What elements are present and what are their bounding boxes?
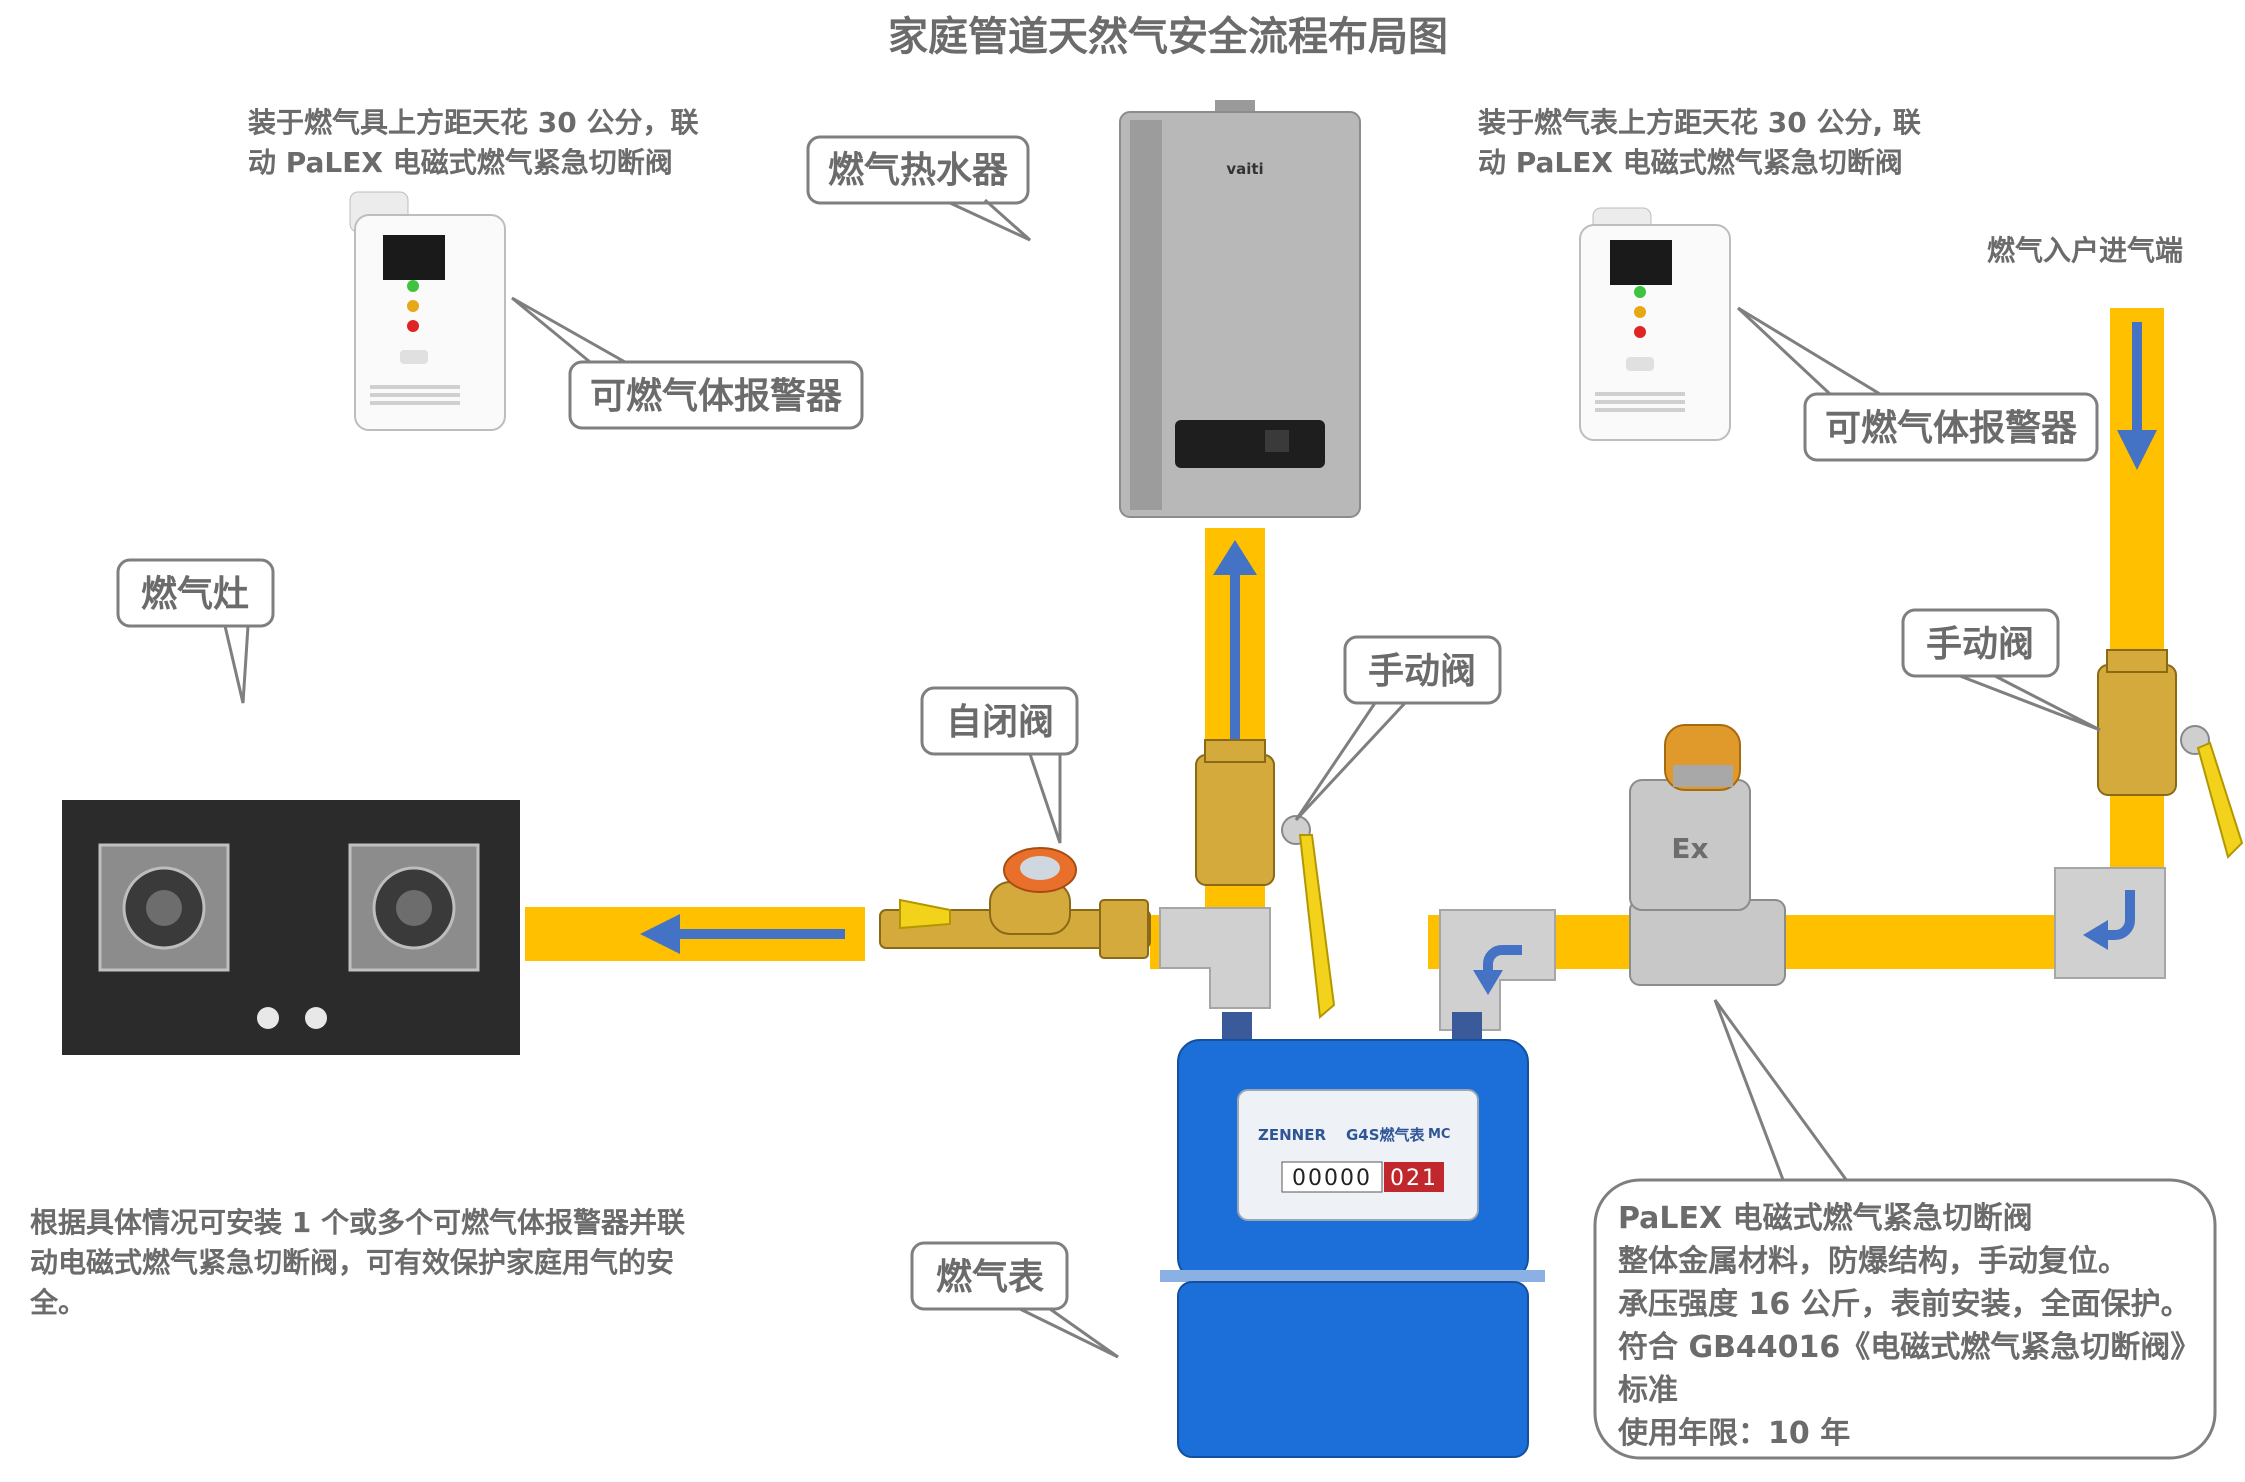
svg-text:燃气热水器: 燃气热水器 [828, 150, 1009, 191]
gas-detector-left [349, 191, 506, 431]
detector-right-power-led [1634, 286, 1646, 298]
flow-arrow-inlet-elbow [2103, 890, 2135, 940]
detector-left-power-led [407, 280, 419, 292]
heater-brand-label: vaiti [1226, 160, 1263, 178]
spec-line-4: 符合 GB44016《电磁式燃气紧急切断阀》 [1618, 1330, 2200, 1365]
inlet-horizontal-pipe [1510, 915, 2130, 969]
callout-gas-meter: 燃气表 [910, 1241, 1119, 1359]
callout-detector-right: 可燃气体报警器 [1736, 306, 2099, 462]
inlet-label: 燃气入户进气端 [1987, 234, 2183, 267]
callout-manual-valve-center: 手动阀 [1294, 635, 1502, 822]
spec-line-2: 整体金属材料，防爆结构，手动复位。 [1618, 1244, 2128, 1279]
detector-right-note-line2: 动 PaLEX 电磁式燃气紧急切断阀 [1478, 146, 1903, 179]
spec-line-1: PaLEX 电磁式燃气紧急切断阀 [1618, 1201, 2033, 1236]
meter-model-label: G4S燃气表 [1346, 1126, 1426, 1144]
svg-text:可燃气体报警器: 可燃气体报警器 [590, 376, 843, 417]
detector-right-note-line1: 装于燃气表上方距天花 30 公分, 联 [1478, 106, 1921, 139]
manual-valve-center [1195, 739, 1336, 1019]
spec-line-3: 承压强度 16 公斤，表前安装，全面保护。 [1618, 1287, 2191, 1322]
callout-self-closing-valve: 自闭阀 [920, 686, 1079, 844]
meter-counter: 00000 [1292, 1166, 1372, 1191]
inlet-elbow [2054, 867, 2166, 979]
gas-detector-right [1579, 207, 1731, 441]
meter-brand-label: ZENNER [1258, 1126, 1326, 1144]
diagram-title: 家庭管道天然气安全流程布局图 [888, 14, 1448, 60]
callout-water-heater: 燃气热水器 [806, 135, 1031, 242]
bottom-note-line1: 根据具体情况可安装 1 个或多个可燃气体报警器并联 [30, 1206, 685, 1239]
svg-text:可燃气体报警器: 可燃气体报警器 [1825, 408, 2078, 449]
detector-right-fault-led [1634, 306, 1646, 318]
gas-meter: ZENNER G4S燃气表 MC 00000 021 [1160, 1012, 1545, 1458]
callout-detector-left: 可燃气体报警器 [511, 296, 864, 430]
gas-stove [62, 800, 520, 1055]
callout-manual-valve-right: 手动阀 [1901, 608, 2101, 732]
water-heater: vaiti [1119, 100, 1361, 518]
callout-solenoid-spec: PaLEX 电磁式燃气紧急切断阀 整体金属材料，防爆结构，手动复位。 承压强度 … [1593, 999, 2217, 1460]
stove-knob-right [305, 1007, 327, 1029]
detector-left-fault-led [407, 300, 419, 312]
bottom-note-line3: 全。 [29, 1286, 86, 1319]
svg-text:手动阀: 手动阀 [1926, 624, 2034, 665]
detector-left-note-line1: 装于燃气具上方距天花 30 公分，联 [248, 106, 698, 139]
valve-ex-mark: Ex [1671, 832, 1708, 865]
flow-arrow-meter-inlet [1483, 945, 1522, 974]
detector-right-alarm-led [1634, 326, 1646, 338]
stove-knob-left [257, 1007, 279, 1029]
meter-outlet-elbow [1159, 907, 1271, 1009]
svg-text:自闭阀: 自闭阀 [946, 702, 1054, 743]
self-closing-valve [879, 847, 1151, 959]
svg-text:手动阀: 手动阀 [1368, 651, 1476, 692]
detector-right-button [1626, 357, 1654, 371]
detector-left-button [400, 350, 428, 364]
detector-left-alarm-led [407, 320, 419, 332]
svg-text:燃气灶: 燃气灶 [141, 574, 249, 615]
bottom-note-line2: 动电磁式燃气紧急切断阀，可有效保护家庭用气的安 [30, 1246, 674, 1279]
solenoid-shutoff-valve: Ex [1629, 724, 1786, 986]
manual-valve-right [2097, 649, 2244, 859]
detector-left-note-line2: 动 PaLEX 电磁式燃气紧急切断阀 [248, 146, 673, 179]
detector-right-screen [1610, 240, 1672, 285]
heater-display-panel [1175, 420, 1325, 468]
meter-mark-label: MC [1428, 1127, 1450, 1142]
callout-stove: 燃气灶 [116, 558, 275, 704]
meter-counter-red: 021 [1390, 1166, 1438, 1191]
detector-left-screen [383, 235, 445, 280]
meter-display-panel [1237, 1089, 1479, 1221]
svg-text:燃气表: 燃气表 [936, 1257, 1044, 1298]
spec-line-5: 标准 [1618, 1373, 1678, 1408]
spec-line-6: 使用年限：10 年 [1617, 1416, 1850, 1451]
